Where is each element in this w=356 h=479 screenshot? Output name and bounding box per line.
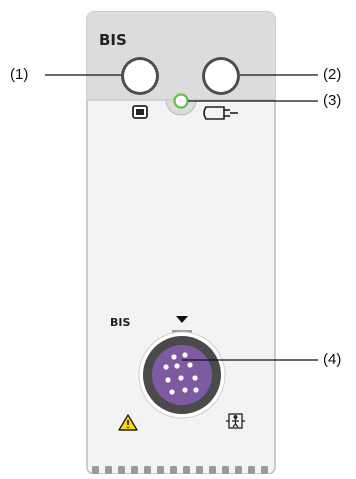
vent-slot bbox=[209, 466, 216, 474]
button-1[interactable] bbox=[121, 57, 159, 95]
button-2[interactable] bbox=[202, 57, 240, 95]
callout-2: (2) bbox=[323, 66, 342, 83]
vent-slot bbox=[157, 466, 164, 474]
vent-slot bbox=[183, 466, 190, 474]
module-title: BIS bbox=[99, 31, 127, 49]
vent-slot bbox=[235, 466, 242, 474]
callout-1: (1) bbox=[10, 66, 29, 83]
vent-slot bbox=[248, 466, 255, 474]
sensor-plug-icon bbox=[203, 106, 238, 120]
vent-slot bbox=[261, 466, 268, 474]
callout-4: (4) bbox=[323, 351, 342, 368]
vent-slot bbox=[144, 466, 151, 474]
monitor-icon bbox=[132, 105, 148, 119]
warning-icon bbox=[118, 414, 138, 431]
vent-slots bbox=[92, 466, 268, 474]
vent-slot bbox=[196, 466, 203, 474]
vent-slot bbox=[222, 466, 229, 474]
vent-slot bbox=[131, 466, 138, 474]
indicator-led-icon bbox=[165, 93, 197, 116]
top-panel bbox=[87, 12, 275, 100]
connector-label: BIS bbox=[110, 316, 130, 329]
vent-slot bbox=[105, 466, 112, 474]
vent-slot bbox=[118, 466, 125, 474]
arrow-down-icon bbox=[176, 316, 188, 323]
defib-proof-icon bbox=[226, 413, 245, 429]
callout-3: (3) bbox=[323, 92, 342, 109]
vent-slot bbox=[92, 466, 99, 474]
vent-slot bbox=[170, 466, 177, 474]
